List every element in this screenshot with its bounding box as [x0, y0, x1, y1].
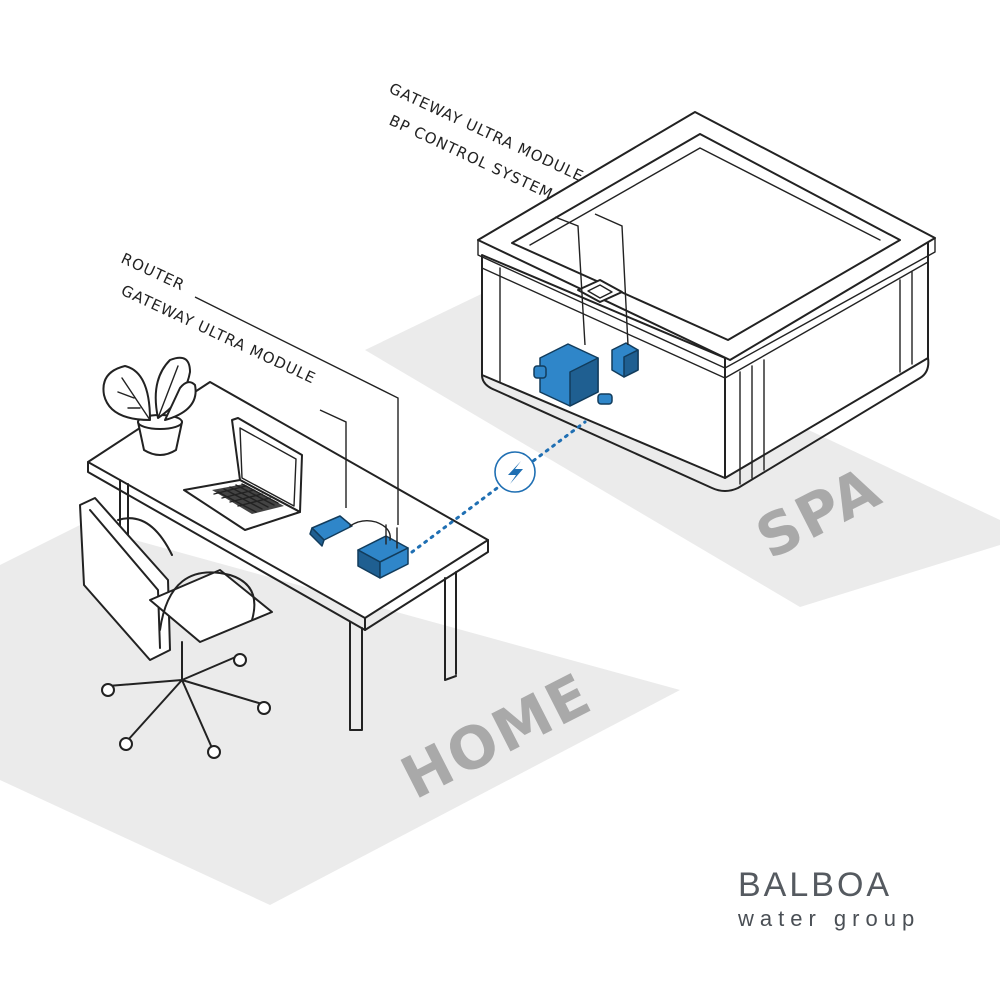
spa-tub: [477, 111, 936, 492]
home-gateway-label: GATEWAY ULTRA MODULE: [118, 281, 318, 387]
router-device: [357, 524, 409, 579]
home-gateway-leader: [319, 409, 347, 508]
wireless-link-dots: [410, 420, 587, 554]
potted-plant: [102, 356, 197, 456]
spa-gateway-ultra-module: [611, 342, 639, 378]
lightning-bolt-icon: [494, 451, 536, 493]
balboa-logo: BALBOA: [738, 866, 893, 904]
home-gateway-ultra-module: [309, 515, 353, 547]
office-chair: [79, 497, 273, 759]
spa-gateway-leader: [594, 213, 629, 346]
router-leader: [194, 296, 399, 525]
desk-cable: [349, 519, 391, 541]
spa-control-leader: [554, 216, 586, 346]
balboa-tagline: water group: [738, 906, 921, 931]
laptop: [183, 417, 303, 531]
bp-control-system-device: [533, 343, 613, 407]
